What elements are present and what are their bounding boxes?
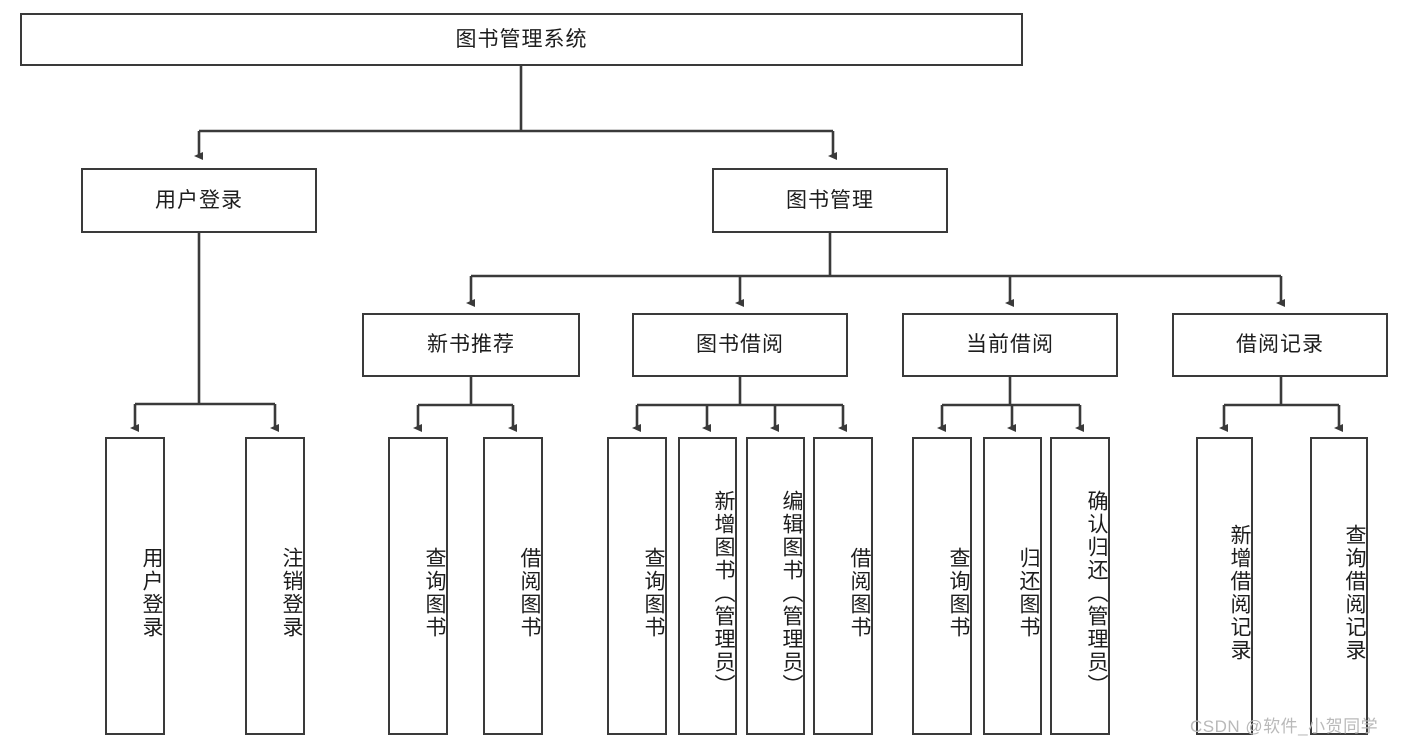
node-leaf-query-record-label: 查询借阅记录 (1343, 524, 1366, 662)
csdn-watermark: CSDN @软件_小贺同学 (1190, 717, 1379, 736)
node-leaf-borrow-book-1[interactable]: 借阅图书 (483, 437, 543, 735)
node-leaf-query-book-2-label: 查询图书 (642, 547, 665, 639)
node-user-login-label: 用户登录 (155, 188, 243, 212)
node-leaf-add-book[interactable]: 新增图书（管理员） (678, 437, 737, 735)
node-new-book-recommend[interactable]: 新书推荐 (362, 313, 580, 377)
node-leaf-query-record[interactable]: 查询借阅记录 (1310, 437, 1368, 735)
node-leaf-query-book-1[interactable]: 查询图书 (388, 437, 448, 735)
node-leaf-add-record[interactable]: 新增借阅记录 (1196, 437, 1253, 735)
node-current-borrow[interactable]: 当前借阅 (902, 313, 1118, 377)
node-leaf-borrow-book-2[interactable]: 借阅图书 (813, 437, 873, 735)
node-leaf-add-record-label: 新增借阅记录 (1228, 524, 1251, 662)
node-leaf-user-logout[interactable]: 注销登录 (245, 437, 305, 735)
node-leaf-query-book-1-label: 查询图书 (423, 547, 446, 639)
node-root[interactable]: 图书管理系统 (20, 13, 1023, 66)
node-leaf-borrow-book-1-label: 借阅图书 (518, 547, 541, 639)
node-root-label: 图书管理系统 (455, 27, 588, 51)
node-book-borrow[interactable]: 图书借阅 (632, 313, 848, 377)
node-leaf-return-book-label: 归还图书 (1017, 547, 1040, 639)
node-leaf-user-logout-label: 注销登录 (280, 547, 303, 639)
node-leaf-borrow-book-2-label: 借阅图书 (848, 547, 871, 639)
node-book-borrow-label: 图书借阅 (696, 333, 784, 357)
node-leaf-add-book-label: 新增图书（管理员） (712, 489, 735, 697)
node-leaf-user-login[interactable]: 用户登录 (105, 437, 165, 735)
node-leaf-user-login-label: 用户登录 (140, 547, 163, 639)
node-new-book-recommend-label: 新书推荐 (427, 333, 515, 357)
node-leaf-confirm-return-label: 确认归还（管理员） (1085, 489, 1108, 697)
node-leaf-query-book-3[interactable]: 查询图书 (912, 437, 972, 735)
node-borrow-record-label: 借阅记录 (1236, 333, 1324, 357)
node-borrow-record[interactable]: 借阅记录 (1172, 313, 1388, 377)
node-leaf-confirm-return[interactable]: 确认归还（管理员） (1050, 437, 1110, 735)
node-book-manage-label: 图书管理 (786, 188, 874, 212)
node-current-borrow-label: 当前借阅 (966, 333, 1054, 357)
node-book-manage[interactable]: 图书管理 (712, 168, 948, 233)
node-leaf-query-book-2[interactable]: 查询图书 (607, 437, 667, 735)
node-leaf-query-book-3-label: 查询图书 (947, 547, 970, 639)
node-leaf-edit-book[interactable]: 编辑图书（管理员） (746, 437, 805, 735)
node-leaf-edit-book-label: 编辑图书（管理员） (780, 489, 803, 697)
node-leaf-return-book[interactable]: 归还图书 (983, 437, 1042, 735)
node-user-login[interactable]: 用户登录 (81, 168, 317, 233)
